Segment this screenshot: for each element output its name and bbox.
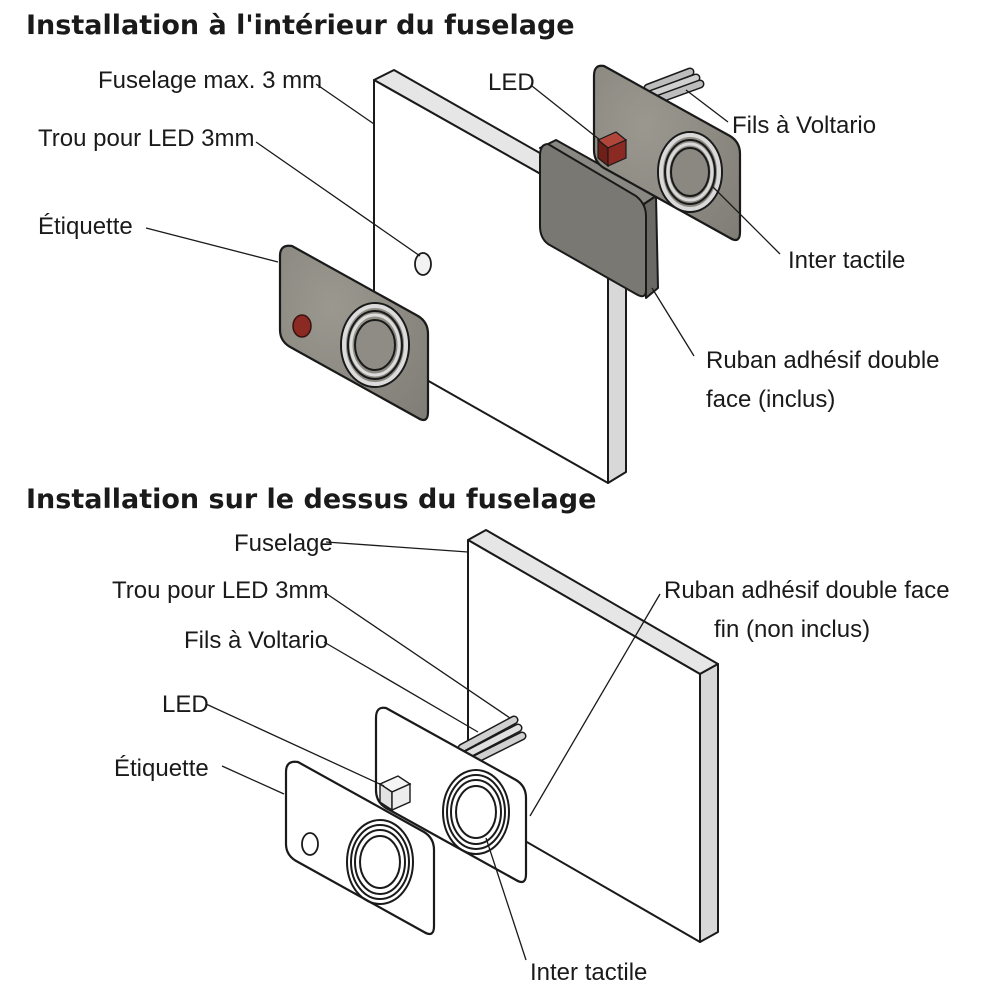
switch-plate-1 <box>592 64 742 242</box>
leader-tape-2 <box>529 593 661 817</box>
label-tape-line2-1: face (inclus) <box>706 386 835 413</box>
label-led-hole-2: Trou pour LED 3mm <box>112 577 329 604</box>
led-window-2 <box>301 832 319 856</box>
led-cube-1 <box>596 131 628 168</box>
leader-wires-1 <box>685 89 729 123</box>
leader-fuselage-2 <box>325 541 469 553</box>
label-fuselage-1: Fuselage max. 3 mm <box>98 67 322 94</box>
section-on-top-fuselage: Installation sur le dessus du fuselage <box>26 484 950 986</box>
label-wires-1: Fils à Voltario <box>732 112 876 139</box>
leader-fuselage-1 <box>315 83 375 125</box>
label-fuselage-2: Fuselage <box>234 530 333 557</box>
leader-led-hole-2 <box>323 591 511 719</box>
adhesive-tape-block-1 <box>539 139 659 299</box>
leader-label-plate-2 <box>221 765 285 795</box>
led-hole-1 <box>414 252 432 276</box>
section-2-title: Installation sur le dessus du fuselage <box>26 484 596 515</box>
label-label-plate-1: Étiquette <box>38 213 133 240</box>
label-tape-line1-1: Ruban adhésif double <box>706 347 940 374</box>
touch-switch-rings-1 <box>657 131 723 213</box>
label-plate-1 <box>278 244 430 422</box>
wires-1 <box>643 67 705 105</box>
label-led-1: LED <box>488 69 535 96</box>
leader-wires-2 <box>323 641 479 733</box>
label-touch-switch-2: Inter tactile <box>530 959 647 986</box>
label-plate-2 <box>284 760 436 936</box>
fuselage-panel-1 <box>373 69 627 484</box>
label-label-plate-2: Étiquette <box>114 755 209 782</box>
label-tape-line1-2: Ruban adhésif double face <box>664 577 950 604</box>
wires-2 <box>457 715 527 765</box>
touch-switch-rings-front-1 <box>340 302 410 388</box>
touch-switch-rings-2 <box>442 769 510 855</box>
leader-led-1 <box>531 85 601 141</box>
label-led-2: LED <box>162 691 209 718</box>
led-cube-2 <box>378 775 412 812</box>
switch-plate-2 <box>374 706 528 884</box>
label-tape-line2-2: fin (non inclus) <box>714 616 870 643</box>
label-led-hole-1: Trou pour LED 3mm <box>38 125 255 152</box>
leader-tape-1 <box>651 287 695 357</box>
touch-switch-rings-front-2 <box>346 819 414 905</box>
leader-label-plate-1 <box>145 227 279 263</box>
leader-touch-switch-2 <box>485 837 527 961</box>
label-touch-switch-1: Inter tactile <box>788 247 905 274</box>
leader-led-hole-1 <box>255 141 421 257</box>
leader-touch-switch-1 <box>711 185 781 255</box>
leader-led-2 <box>205 703 385 787</box>
label-wires-2: Fils à Voltario <box>184 627 328 654</box>
led-window-1 <box>292 314 312 338</box>
section-inside-fuselage: Installation à l'intérieur du fuselage <box>26 10 940 484</box>
section-1-title: Installation à l'intérieur du fuselage <box>26 10 575 41</box>
